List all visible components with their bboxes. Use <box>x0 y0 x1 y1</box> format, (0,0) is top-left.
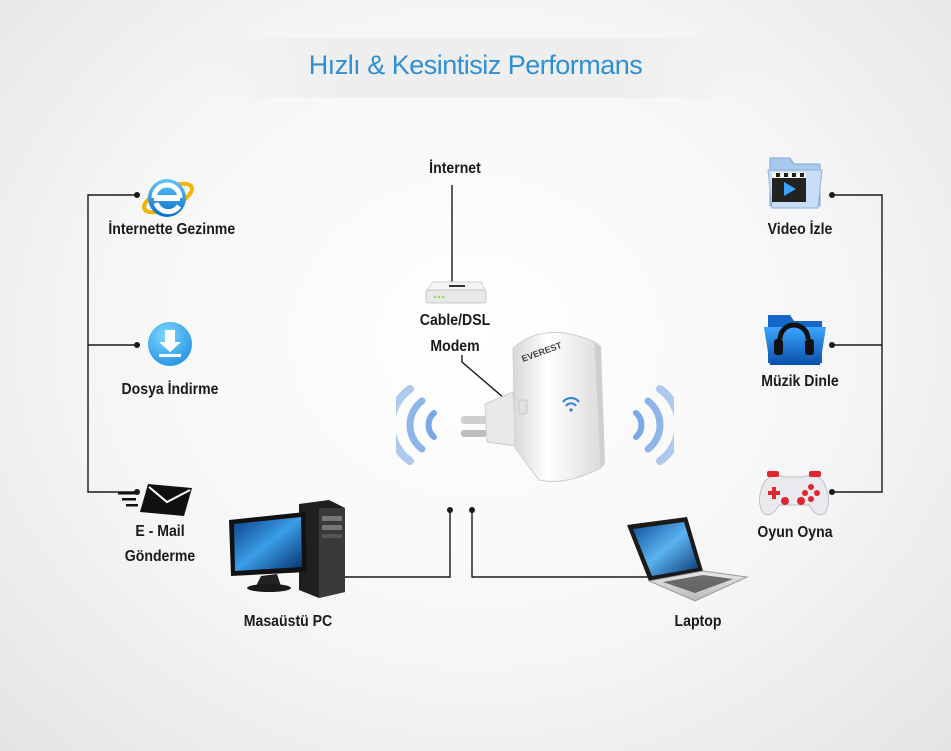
node-dot <box>829 489 835 495</box>
node-dot <box>447 507 453 513</box>
laptop-line <box>471 510 655 578</box>
node-dot <box>829 192 835 198</box>
node-dot <box>829 342 835 348</box>
game-label: Oyun Oyna <box>757 524 833 541</box>
download-icon <box>148 322 192 366</box>
desktop-pc-icon <box>229 500 345 598</box>
title-band <box>200 38 760 98</box>
video-label: Video İzle <box>767 221 833 238</box>
wifi-wave-left-icon <box>396 385 437 465</box>
email-label-line1: E - Mail <box>135 523 185 540</box>
modem-icon <box>425 281 487 304</box>
modem-repeater-line <box>461 355 519 411</box>
music-label: Müzik Dinle <box>761 373 839 390</box>
node-dot <box>134 342 140 348</box>
email-label-line2: Gönderme <box>124 548 196 565</box>
download-label: Dosya İndirme <box>121 381 219 398</box>
right-bracket-line <box>832 194 883 493</box>
desktop-label: Masaüstü PC <box>243 613 333 630</box>
browsing-label: İnternette Gezinme <box>108 221 236 238</box>
laptop-icon <box>627 517 749 602</box>
desktop-line <box>345 510 451 578</box>
gamepad-icon <box>759 471 829 516</box>
email-icon <box>118 484 192 516</box>
video-folder-icon <box>767 157 823 209</box>
wifi-wave-right-icon <box>633 385 674 465</box>
node-dot <box>469 507 475 513</box>
laptop-label: Laptop <box>674 613 722 630</box>
modem-label-line2: Modem <box>430 338 480 355</box>
node-dot <box>134 192 140 198</box>
music-folder-icon <box>764 315 826 365</box>
left-bracket-line <box>87 194 137 493</box>
wifi-repeater-icon: EVEREST <box>461 331 605 482</box>
modem-label-line1: Cable/DSL <box>419 312 491 329</box>
ie-browser-icon <box>142 179 194 217</box>
page-title: Hızlı & Kesintisiz Performans <box>308 50 643 80</box>
internet-label: İnternet <box>429 160 481 177</box>
